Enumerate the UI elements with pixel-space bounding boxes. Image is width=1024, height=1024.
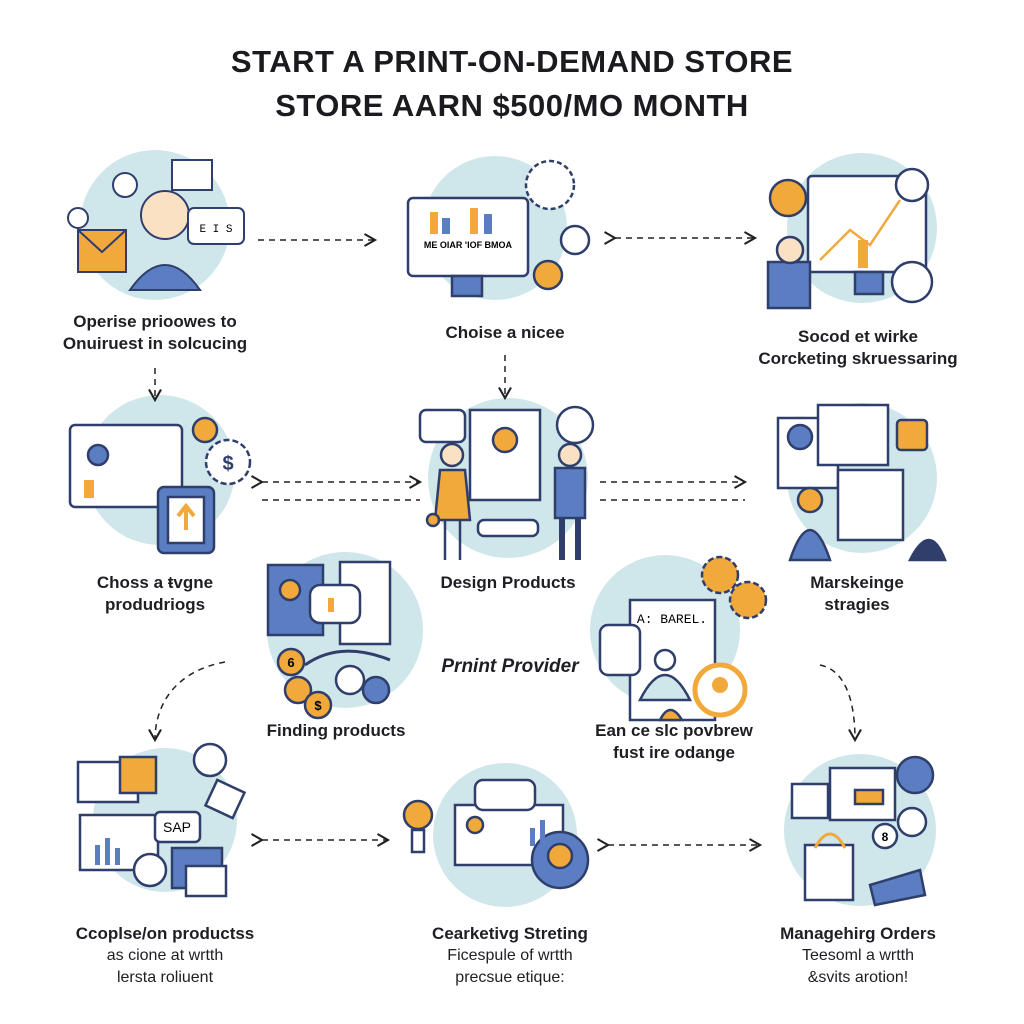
speech-text: SAP	[163, 819, 191, 835]
person-avatar	[140, 190, 190, 240]
step-label-provider: Prnint Provider	[441, 656, 579, 677]
coin-icon	[283, 675, 313, 705]
man-figure	[553, 466, 587, 520]
gear-icon	[700, 555, 740, 595]
monitor-icon	[406, 196, 530, 278]
arrow-curve-left	[148, 661, 226, 743]
step-label-niche: Choise a nicee	[445, 323, 565, 342]
chat-text: E I S	[199, 224, 232, 236]
lightbulb-icon	[402, 799, 434, 831]
coin-icon	[276, 647, 306, 677]
shopping-bag-icon	[803, 843, 855, 902]
chat-bubble	[187, 207, 245, 245]
dollar-icon: $	[222, 453, 233, 475]
coin-number: 6	[287, 655, 294, 670]
sign-text: A: BAREL.	[637, 612, 707, 627]
title-line-1: START A PRINT-ON-DEMAND STORE	[230, 44, 794, 79]
person-figure	[766, 260, 812, 310]
dollar-gear-icon	[204, 438, 252, 486]
coin-dollar: $	[314, 698, 322, 713]
screen-caption: ME OIAR 'IOF BMOA	[424, 240, 513, 250]
arrow-curve-right	[819, 664, 862, 743]
badge-number: 8	[882, 830, 889, 844]
step-label-finding: Finding products	[266, 721, 406, 740]
woman-figure	[433, 468, 472, 522]
step-label-design: Design Products	[440, 573, 576, 592]
title-line-2: STORE AARN $500/MO MONTH	[275, 88, 749, 123]
coin-icon	[303, 690, 333, 720]
gear-icon	[728, 580, 768, 620]
gear-icon	[524, 159, 576, 211]
printer-base	[476, 518, 540, 538]
